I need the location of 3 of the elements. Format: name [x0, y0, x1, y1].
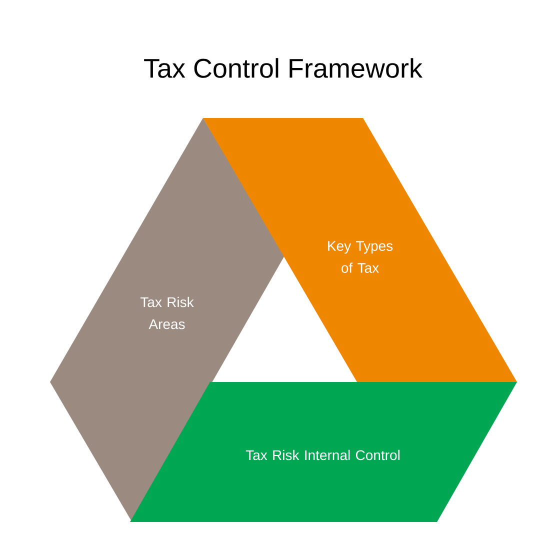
parallelogram-band: Key Types of Tax — [203, 118, 517, 382]
parallelogram-band: Tax Risk Internal Control — [130, 382, 517, 522]
title: Tax Control Framework — [144, 58, 423, 78]
